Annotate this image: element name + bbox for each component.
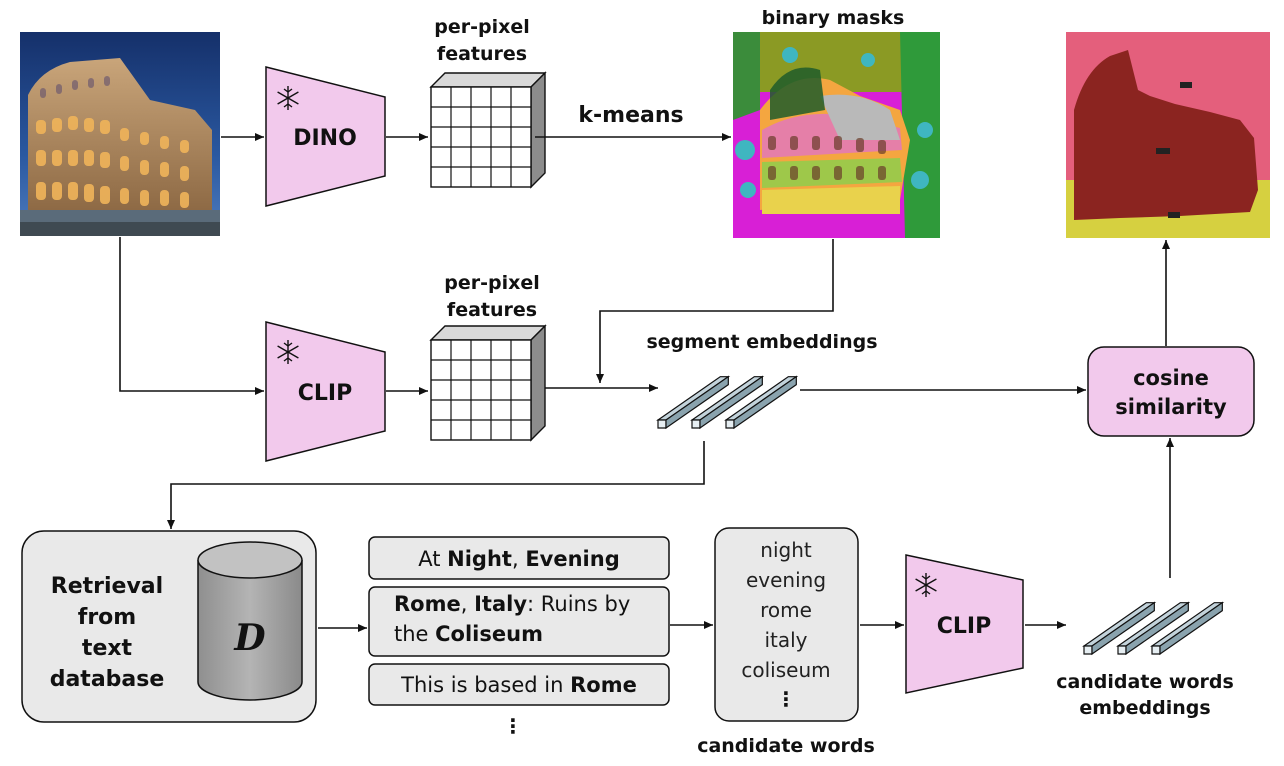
- cosine-label-2: similarity: [1115, 395, 1227, 419]
- retrieved-captions: At Night, Evening Rome, Italy: Ruins by …: [368, 536, 670, 738]
- candidate-word: rome: [760, 598, 812, 622]
- embedding-bar-end: [691, 419, 701, 429]
- coliseum-photo: [20, 32, 220, 236]
- embedding-bar-end: [725, 419, 735, 429]
- candidate-word: evening: [746, 568, 826, 592]
- grid-front-face: [430, 339, 532, 441]
- embedding-bar-side: [665, 375, 729, 430]
- embedding-bar-side: [1125, 601, 1189, 656]
- candidate-word: coliseum: [741, 658, 830, 682]
- frozen-snowflake-icon: [277, 340, 299, 364]
- caption-run: ,: [512, 547, 525, 571]
- caption-2: Rome, Italy: Ruins by: [394, 592, 630, 616]
- segmentation-output: [1066, 32, 1270, 238]
- candidate-embedding-bars: [1082, 601, 1225, 656]
- embedding-bar-side: [699, 375, 763, 430]
- caption-run: : Ruins by: [527, 592, 630, 616]
- embedding-bar-side: [733, 375, 797, 430]
- grid-top-face: [429, 325, 547, 341]
- caption-3: This is based in Rome: [400, 673, 637, 697]
- retrieval-block: Retrieval from text database D: [21, 530, 317, 723]
- kmeans-label: k-means: [578, 103, 683, 128]
- grid-side-face: [530, 71, 546, 189]
- caption-1: At Night, Evening: [418, 547, 619, 571]
- arrow-masks-to-segments: [596, 239, 834, 383]
- grid-front-face: [430, 86, 532, 188]
- dino-encoder: DINO: [265, 66, 386, 207]
- binary-masks-label: binary masks: [762, 7, 905, 29]
- frozen-snowflake-icon: [277, 86, 299, 110]
- caption-run: ,: [461, 592, 474, 616]
- embedding-bar-end: [1117, 645, 1127, 655]
- binary-masks-image: [733, 32, 940, 238]
- caption-run: Evening: [525, 547, 619, 571]
- candidate-words-box: night evening rome italy coliseum ⋮: [714, 527, 859, 722]
- clip-text-encoder: CLIP: [905, 554, 1024, 694]
- retrieval-line-3: text: [82, 636, 133, 661]
- segment-embedding-bars: [656, 375, 799, 430]
- features-top-label-1: per-pixel: [434, 16, 530, 38]
- caption-run: Rome: [570, 673, 637, 697]
- grid-side-face: [530, 324, 546, 442]
- candidate-embeddings-label-1: candidate words: [1056, 671, 1234, 693]
- candidate-word: night: [760, 538, 812, 562]
- candidate-embeddings-label-2: embeddings: [1079, 697, 1210, 719]
- features-mid-label-1: per-pixel: [444, 272, 540, 294]
- clip-image-label: CLIP: [298, 381, 352, 406]
- frozen-snowflake-icon: [915, 573, 937, 597]
- arrow-image-to-clip: [119, 237, 264, 395]
- connector-arrows: [119, 133, 1174, 632]
- embedding-bar-side: [1159, 601, 1223, 656]
- segment-embeddings-label: segment embeddings: [646, 331, 877, 353]
- feature-grid-top: [429, 71, 547, 189]
- embedding-bar-end: [1151, 645, 1161, 655]
- database-cylinder-icon: D: [197, 541, 303, 701]
- retrieval-line-1: Retrieval: [51, 574, 163, 599]
- dino-label: DINO: [293, 126, 357, 151]
- cosine-similarity-box: cosine similarity: [1087, 346, 1255, 437]
- grid-top-face: [429, 72, 547, 88]
- embedding-bar-end: [657, 419, 667, 429]
- embedding-bar-end: [1083, 645, 1093, 655]
- candidate-more: ⋮: [776, 687, 796, 711]
- retrieval-line-2: from: [78, 605, 136, 630]
- candidate-words-caption: candidate words: [697, 735, 875, 757]
- features-mid-label-2: features: [447, 299, 537, 321]
- caption-run: Rome: [394, 592, 461, 616]
- features-top-label-2: features: [437, 43, 527, 65]
- caption-2-cont: the Coliseum: [394, 622, 543, 646]
- clip-text-label: CLIP: [937, 614, 991, 639]
- caption-run: This is based in: [400, 673, 570, 697]
- candidate-word: italy: [764, 628, 807, 652]
- caption-run: At: [418, 547, 447, 571]
- caption-run: Night: [447, 547, 512, 571]
- captions-more: ⋮: [503, 714, 523, 738]
- caption-run: the: [394, 622, 435, 646]
- clip-image-encoder: CLIP: [265, 321, 386, 462]
- arrow-segments-to-retrieval: [167, 441, 705, 529]
- retrieval-line-4: database: [50, 667, 165, 692]
- embedding-bar-side: [1091, 601, 1155, 656]
- database-symbol: D: [233, 617, 265, 659]
- cosine-label-1: cosine: [1133, 366, 1209, 390]
- feature-grid-mid: [429, 324, 547, 442]
- caption-run: Italy: [474, 592, 527, 616]
- caption-run: Coliseum: [435, 622, 543, 646]
